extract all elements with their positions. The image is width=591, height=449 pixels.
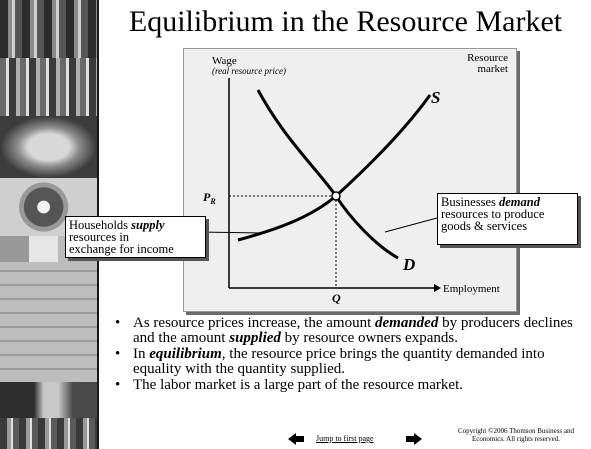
businesses-callout-line3: goods & services	[441, 219, 528, 233]
price-label-subscript: R	[209, 197, 216, 206]
people-crowd-photo	[0, 418, 97, 449]
equilibrium-emphasis: equilibrium	[149, 346, 222, 362]
businesses-callout-text: Businesses	[441, 195, 499, 209]
copyright-line2: Economics. All rights reserved.	[471, 435, 561, 443]
demand-callout-connector	[384, 217, 438, 233]
jump-to-first-page-link[interactable]: Jump to first page	[316, 434, 374, 443]
market-label-line2: market	[477, 63, 508, 75]
businesses-callout-line1: Businesses demand	[441, 195, 574, 209]
wage-axis-sublabel: (real resource price)	[212, 66, 286, 76]
market-label-line1: Resource	[467, 52, 508, 64]
supplied-emphasis: supplied	[229, 329, 281, 346]
bullet-item: The labor market is a large part of the …	[111, 378, 581, 393]
quantity-label: Q	[332, 291, 341, 305]
price-label: PR	[203, 190, 216, 206]
world-map-photo	[0, 116, 97, 178]
people-crowd-photo	[0, 0, 97, 58]
households-callout-line2: resources in	[69, 230, 130, 244]
households-supply-callout: Households supply resources in exchange …	[65, 216, 206, 258]
previous-arrow-icon[interactable]	[288, 433, 306, 445]
households-callout-text: Households	[69, 218, 132, 232]
supply-callout-connector	[197, 231, 263, 234]
sidebar-image-strip	[0, 0, 97, 449]
bullet-item: As resource prices increase, the amount …	[111, 315, 581, 346]
businesses-callout-line2: resources to produce	[441, 207, 545, 221]
wage-axis-label: Wage	[212, 55, 237, 67]
handshake-photo	[0, 382, 97, 418]
x-axis-arrow	[434, 284, 441, 292]
businesses-demand-callout: Businesses demand resources to produce g…	[437, 193, 578, 245]
demand-curve-label: D	[402, 255, 415, 274]
copyright-notice: Copyright ©2006 Thomson Business and Eco…	[441, 427, 591, 443]
bullet-item: In equilibrium, the resource price bring…	[111, 347, 581, 376]
chart-panel	[183, 48, 517, 312]
copyright-line1: Copyright ©2006 Thomson Business and	[457, 427, 575, 435]
supply-curve-label: S	[431, 88, 440, 107]
price-label-main: P	[203, 190, 211, 204]
employment-axis-label: Employment	[443, 283, 500, 295]
households-callout-line3: exchange for income	[69, 242, 174, 256]
equilibrium-point	[331, 191, 341, 201]
slide-title: Equilibrium in the Resource Market	[128, 5, 563, 38]
building-cube-drawing	[0, 262, 97, 382]
supply-emphasis: supply	[131, 218, 165, 232]
demand-emphasis: demand	[499, 195, 540, 209]
footer-nav: Jump to first page	[288, 433, 428, 447]
demanded-emphasis: demanded	[375, 315, 439, 331]
supply-curve	[237, 94, 432, 242]
people-crowd-photo	[0, 58, 97, 116]
households-callout-line1: Households supply	[69, 218, 202, 232]
next-arrow-icon[interactable]	[404, 433, 422, 445]
bullet-list: As resource prices increase, the amount …	[111, 316, 581, 395]
demand-curve	[256, 89, 399, 260]
